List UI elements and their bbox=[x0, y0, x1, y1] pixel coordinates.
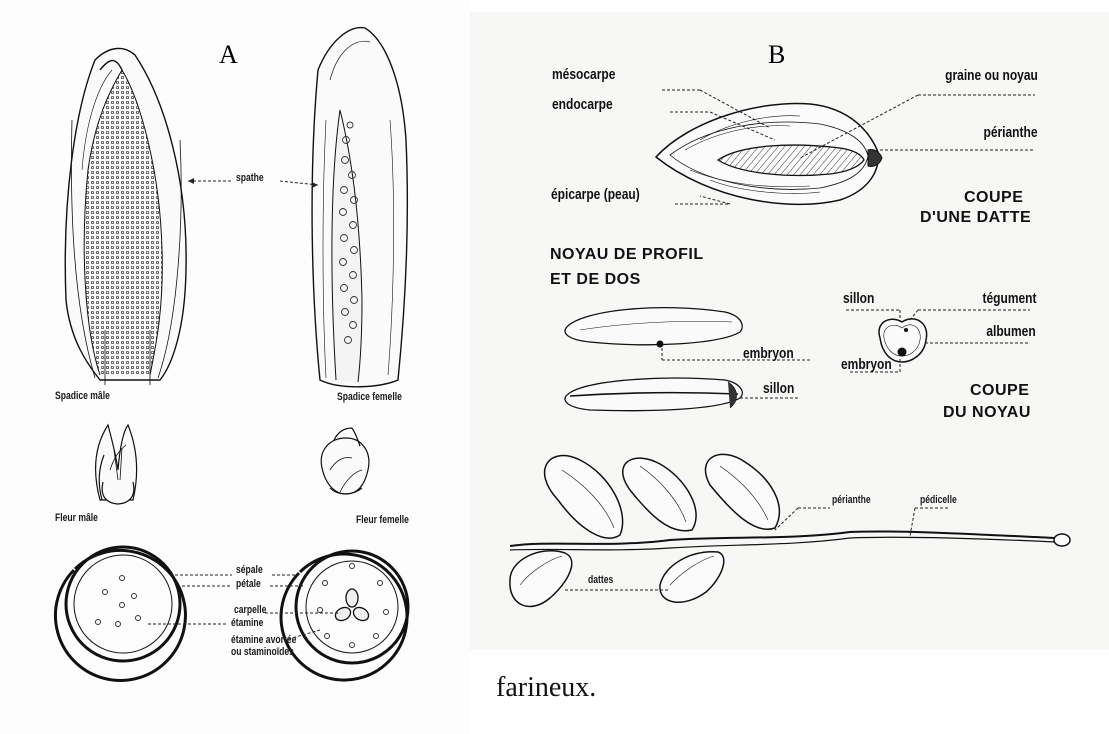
date-section-title-1: COUPE bbox=[964, 188, 1023, 208]
sepal-label: sépale bbox=[236, 564, 263, 576]
aborted-stamen-label-1: étamine avortée bbox=[231, 634, 296, 646]
groove-label: sillon bbox=[763, 380, 794, 397]
female-floral-diagram bbox=[281, 551, 408, 680]
spathe-label: spathe bbox=[236, 172, 264, 184]
dates-label: dattes bbox=[588, 574, 613, 586]
carpel-label: carpelle bbox=[234, 604, 266, 616]
flower-male-label: Fleur mâle bbox=[55, 512, 98, 524]
embryo-label: embryon bbox=[743, 345, 794, 362]
female-spadix-drawing bbox=[312, 28, 407, 387]
pit-profile-drawing bbox=[565, 308, 742, 411]
male-floral-diagram bbox=[55, 547, 185, 680]
panel-a-letter: A bbox=[219, 40, 238, 70]
endocarp-label: endocarpe bbox=[552, 96, 613, 113]
male-flower-drawing bbox=[96, 425, 137, 504]
female-flower-drawing bbox=[321, 428, 369, 494]
tegument-label: tégument bbox=[982, 290, 1036, 307]
mesocarp-label: mésocarpe bbox=[552, 66, 615, 83]
aborted-stamen-label-2: ou staminoïdes bbox=[231, 646, 294, 658]
pit-section-title-1: COUPE bbox=[970, 381, 1029, 401]
stamen-label: étamine bbox=[231, 617, 263, 629]
albumen-label: albumen bbox=[987, 323, 1036, 340]
pedicel-label: pédicelle bbox=[920, 494, 957, 506]
pit-groove-label: sillon bbox=[843, 290, 874, 307]
pit-profile-title-1: NOYAU DE PROFIL bbox=[550, 245, 704, 265]
pit-section-title-2: DU NOYAU bbox=[943, 403, 1031, 423]
branch-perianth-label: périanthe bbox=[832, 494, 871, 506]
seed-label: graine ou noyau bbox=[945, 67, 1038, 84]
panel-b-letter: B bbox=[768, 40, 785, 70]
flower-female-label: Fleur femelle bbox=[356, 514, 409, 526]
male-spadix-drawing bbox=[65, 48, 186, 385]
pit-embryo-label: embryon bbox=[841, 356, 892, 373]
spadix-male-label: Spadice mâle bbox=[55, 390, 110, 402]
petal-label: pétale bbox=[236, 578, 261, 590]
pit-profile-title-2: ET DE DOS bbox=[550, 270, 641, 290]
caption-text: farineux. bbox=[496, 672, 596, 704]
perianth-label: périanthe bbox=[984, 124, 1038, 141]
date-section-drawing bbox=[656, 103, 882, 204]
spadix-female-label: Spadice femelle bbox=[337, 391, 402, 403]
date-section-title-2: D'UNE DATTE bbox=[920, 208, 1031, 228]
epicarp-label: épicarpe (peau) bbox=[551, 186, 640, 203]
